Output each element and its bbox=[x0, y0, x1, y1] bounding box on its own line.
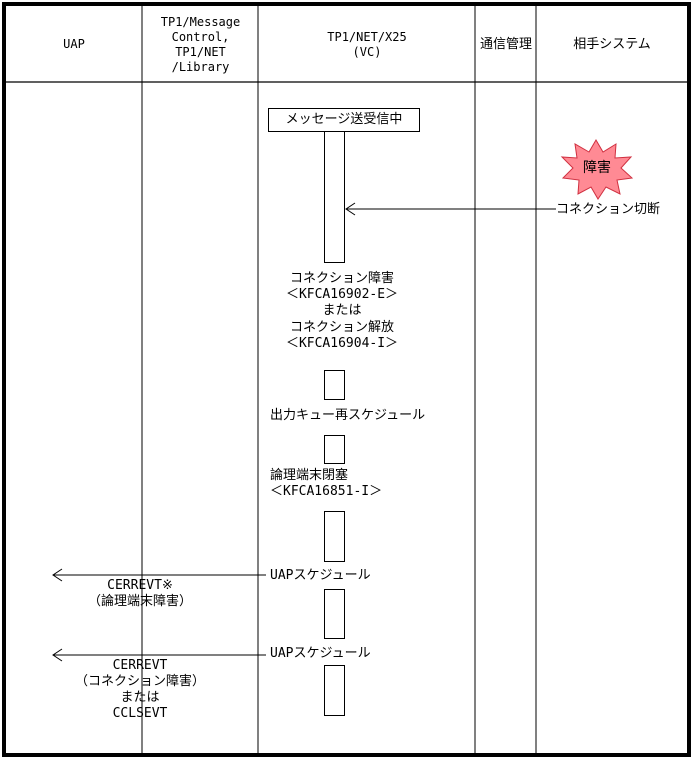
event-label-cerrevt-terminal: CERREVT※ （論理端末障害） bbox=[87, 578, 192, 609]
failure-burst-shape bbox=[560, 139, 634, 200]
activation-bar bbox=[324, 435, 345, 464]
uap-sched-2-arrowhead bbox=[52, 648, 63, 662]
lane-header-partner-system: 相手システム bbox=[573, 37, 651, 52]
lane-header-comm-management: 通信管理 bbox=[479, 37, 532, 52]
activation-bar bbox=[324, 511, 345, 562]
uap-sched-1-arrowhead bbox=[52, 568, 63, 582]
lane-header-tp1-message-control: TP1/Message Control, TP1/NET /Library bbox=[160, 14, 241, 74]
activation-bar bbox=[324, 665, 345, 716]
output-queue-reschedule-label: 出力キュー再スケジュール bbox=[270, 408, 426, 423]
connection-cut-label: コネクション切断 bbox=[556, 202, 661, 217]
uap-schedule-label-1: UAPスケジュール bbox=[270, 568, 371, 583]
activation-bar bbox=[324, 370, 345, 400]
activation-bar bbox=[324, 589, 345, 639]
lane-header-uap: UAP bbox=[63, 37, 85, 51]
activation-bar bbox=[324, 131, 345, 263]
start-status-box: メッセージ送受信中 bbox=[268, 108, 420, 132]
failure-badge-label: 障害 bbox=[583, 160, 611, 176]
event-label-cerrevt-connection: CERREVT （コネクション障害） または CCLSEVT bbox=[74, 658, 205, 721]
connection-failure-label: コネクション障害 ＜KFCA16902-E＞ または コネクション解放 ＜KFC… bbox=[285, 271, 399, 351]
logical-terminal-close-label: 論理端末閉塞 ＜KFCA16851-I＞ bbox=[270, 468, 383, 499]
lane-header-tp1-net-x25: TP1/NET/X25 (VC) bbox=[327, 29, 407, 59]
conn-cut-arrowhead bbox=[345, 202, 356, 216]
uap-schedule-label-2: UAPスケジュール bbox=[270, 646, 371, 661]
